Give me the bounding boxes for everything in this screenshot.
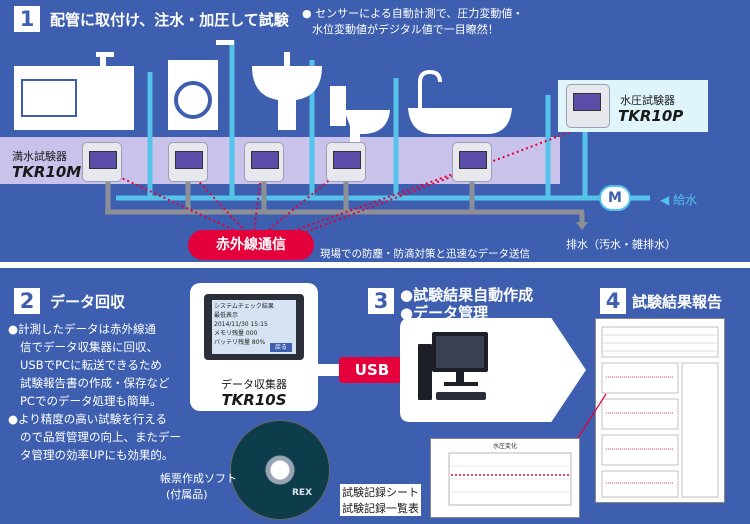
full-water-tester-unit-3 bbox=[244, 142, 284, 182]
usb-badge: USB bbox=[339, 357, 405, 383]
site-note: 現場での防塵・防滴対策と迅速なデータ送信 bbox=[320, 248, 530, 260]
step2-title: データ回収 bbox=[50, 293, 126, 311]
step2-line: 信でデータ収集器に回収、 bbox=[20, 340, 158, 354]
zoom-connector bbox=[573, 393, 607, 445]
step2-line: ので品質管理の向上、またデー bbox=[20, 430, 181, 444]
meter-symbol: M bbox=[608, 190, 622, 206]
software-disc bbox=[230, 420, 330, 520]
step-number-1: 1 bbox=[14, 6, 40, 32]
step2-line: USBでPCに転送できるため bbox=[20, 358, 162, 372]
step2-line: ●より精度の高い試験を行える bbox=[8, 412, 167, 426]
step-number-4: 4 bbox=[600, 288, 626, 314]
pc-icon bbox=[418, 332, 488, 400]
step4-title: 試験結果報告 bbox=[632, 293, 723, 311]
disc-brand: REX bbox=[292, 488, 313, 498]
step1-title: 配管に取付け、注水・加圧して試験 bbox=[50, 11, 289, 29]
full-water-tester-unit-5 bbox=[452, 142, 492, 182]
step2-line: タ管理の効率UPにも効果的。 bbox=[20, 448, 174, 462]
water-pressure-tester-unit bbox=[566, 84, 610, 128]
software-label-line1: 帳票作成ソフト bbox=[160, 472, 237, 485]
test-report-sheet bbox=[595, 318, 725, 503]
software-label-line2: (付属品) bbox=[166, 488, 208, 501]
sensor-note-line2: 水位変動値がデジタル値で一目瞭然！ bbox=[312, 23, 499, 36]
full-water-tester-unit-2 bbox=[168, 142, 208, 182]
collector-back-button: 戻る bbox=[270, 343, 292, 352]
collector-screen: システムチェック結果 最低表示 2014/11/30 15:15 メモリ残量 0… bbox=[212, 300, 296, 354]
step2-line: ●計測したデータは赤外線通 bbox=[8, 322, 157, 336]
sensor-note-line1: ● センサーによる自動計測で、圧力変動値・ bbox=[302, 7, 524, 20]
full-water-tester-name: 満水試験器 bbox=[12, 150, 67, 163]
wash-basin-fixture bbox=[252, 52, 322, 130]
bathtub-fixture bbox=[408, 69, 512, 134]
full-water-tester-model: TKR10M bbox=[12, 163, 82, 181]
washing-machine-fixture bbox=[168, 40, 234, 130]
collector-screen-line: 最低表示 bbox=[214, 312, 239, 319]
supply-pipes bbox=[116, 40, 650, 201]
collector-screen-line: バッテリ残量 80% bbox=[214, 339, 266, 346]
drainage-label: 排水（汚水・雑排水） bbox=[566, 238, 676, 251]
step2-line: 試験報告書の作成・保存など bbox=[20, 376, 170, 390]
kitchen-sink-fixture bbox=[14, 52, 134, 130]
full-water-tester-unit-4 bbox=[326, 142, 366, 182]
infrared-communication-badge: 赤外線通信 bbox=[188, 230, 314, 260]
water-pressure-tester-model: TKR10P bbox=[618, 107, 684, 125]
records-line1: 試験記録シート bbox=[340, 484, 421, 500]
step3-line2: ●データ管理 bbox=[400, 304, 489, 322]
water-supply-label: ◀ 給水 bbox=[660, 193, 698, 207]
mini-chart-title: 水圧変化 bbox=[492, 443, 517, 450]
full-water-tester-unit-1 bbox=[82, 142, 122, 182]
collector-screen-line: システムチェック結果 bbox=[214, 303, 274, 310]
step-number-3: 3 bbox=[368, 288, 394, 314]
collector-name: データ収集器 bbox=[221, 378, 287, 391]
record-chart-sheet: 水圧変化 bbox=[430, 438, 580, 518]
water-pressure-tester-name: 水圧試験器 bbox=[620, 94, 675, 107]
step-number-2: 2 bbox=[14, 288, 40, 314]
toilet-fixture bbox=[330, 86, 390, 148]
step2-line: PCでのデータ処理も簡単。 bbox=[20, 394, 162, 408]
records-line2: 試験記録一覧表 bbox=[340, 500, 421, 516]
collector-screen-line: メモリ残量 000 bbox=[214, 330, 258, 337]
step2-description: ●計測したデータは赤外線通 信でデータ収集器に回収、 USBでPCに転送できるた… bbox=[8, 320, 186, 464]
step3-line1: ●試験結果自動作成 bbox=[400, 286, 534, 304]
collector-model: TKR10S bbox=[221, 391, 287, 409]
mini-chart bbox=[448, 452, 572, 506]
collector-screen-line: 2014/11/30 15:15 bbox=[214, 321, 268, 328]
report-sheet-content bbox=[601, 326, 719, 498]
